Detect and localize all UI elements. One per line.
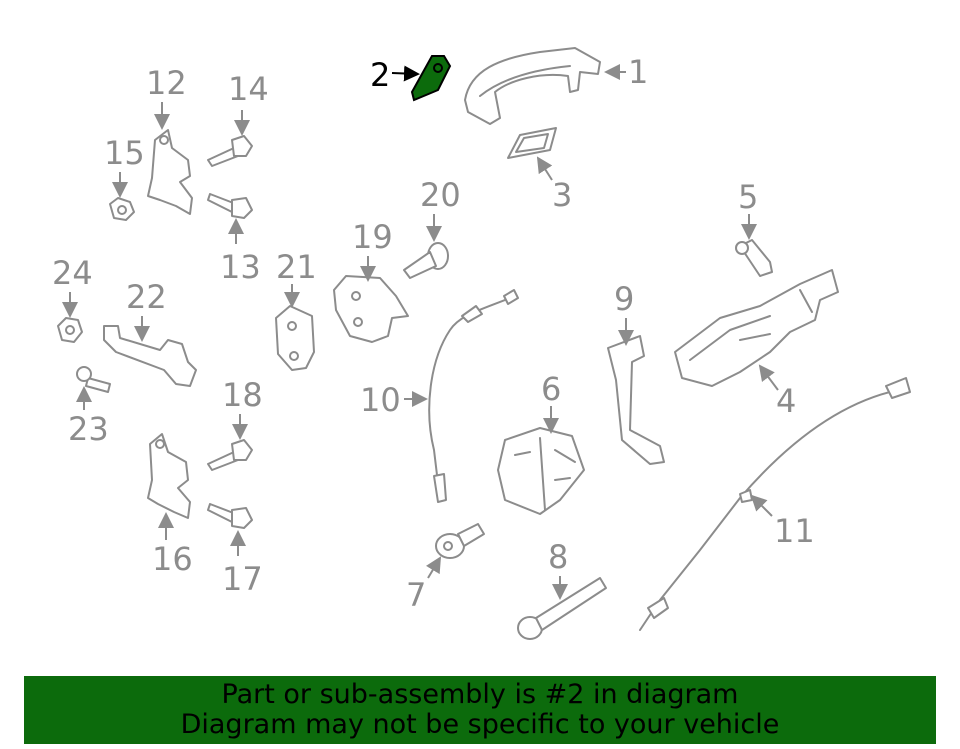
part-23-bolt[interactable] xyxy=(76,366,111,393)
part-15-nut[interactable] xyxy=(109,197,135,221)
part-21-plate[interactable] xyxy=(275,305,315,371)
part-16-lower-hinge[interactable] xyxy=(147,433,191,519)
part-17-bolt[interactable] xyxy=(207,503,253,529)
label-23: 23 xyxy=(68,410,109,448)
part-7-pin[interactable] xyxy=(435,523,485,559)
label-2: 2 xyxy=(370,56,390,94)
label-13: 13 xyxy=(220,248,261,286)
label-24: 24 xyxy=(52,254,93,292)
part-13-bolt[interactable] xyxy=(207,193,253,219)
part-1-outside-handle[interactable] xyxy=(464,47,601,125)
parts-diagram: 1 2 3 4 5 6 7 8 xyxy=(52,47,911,640)
label-12: 12 xyxy=(146,64,187,102)
label-16: 16 xyxy=(152,540,193,578)
label-20: 20 xyxy=(420,176,461,214)
label-11: 11 xyxy=(774,512,815,550)
part-2-handle-cap[interactable] xyxy=(410,55,452,102)
part-8-bolt[interactable] xyxy=(517,577,607,640)
part-22-door-check[interactable] xyxy=(103,325,197,387)
label-8: 8 xyxy=(548,538,568,576)
label-10: 10 xyxy=(360,381,401,419)
label-7: 7 xyxy=(406,576,426,614)
part-24-nut[interactable] xyxy=(57,317,83,343)
part-10-cable[interactable] xyxy=(428,289,519,503)
label-6: 6 xyxy=(541,370,561,408)
label-17: 17 xyxy=(222,560,263,598)
label-1: 1 xyxy=(628,53,648,91)
banner-line-1: Part or sub-assembly is #2 in diagram xyxy=(221,679,739,710)
info-banner: Part or sub-assembly is #2 in diagram Di… xyxy=(24,676,936,744)
label-4: 4 xyxy=(776,382,796,420)
part-5-clip[interactable] xyxy=(735,239,773,277)
part-18-bolt[interactable] xyxy=(207,439,253,471)
part-6-latch[interactable] xyxy=(497,427,585,515)
banner-line-2: Diagram may not be specific to your vehi… xyxy=(180,709,780,740)
part-14-bolt[interactable] xyxy=(207,135,253,167)
label-19: 19 xyxy=(352,218,393,256)
part-3-gasket[interactable] xyxy=(507,127,557,159)
part-9-striker[interactable] xyxy=(607,335,665,465)
label-22: 22 xyxy=(126,278,167,316)
label-5: 5 xyxy=(738,178,758,216)
part-20-stud[interactable] xyxy=(403,242,449,279)
label-15: 15 xyxy=(104,134,145,172)
label-21: 21 xyxy=(276,248,317,286)
part-4-handle-bracket[interactable] xyxy=(674,269,839,387)
label-9: 9 xyxy=(614,280,634,318)
part-11-cable[interactable] xyxy=(639,377,911,631)
part-19-reinforcement[interactable] xyxy=(333,275,409,343)
label-18: 18 xyxy=(222,376,263,414)
label-3: 3 xyxy=(552,176,572,214)
label-14: 14 xyxy=(228,70,269,108)
part-12-upper-hinge[interactable] xyxy=(147,129,193,215)
